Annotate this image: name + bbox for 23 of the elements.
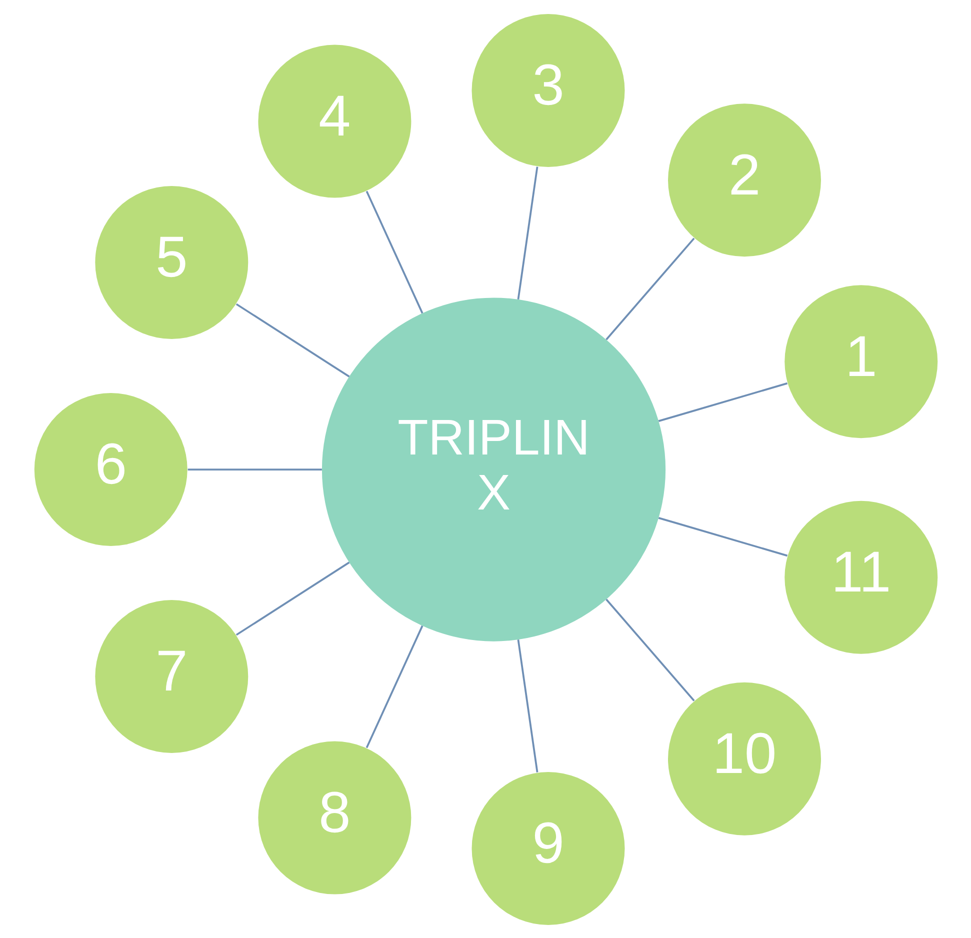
connector <box>658 516 788 556</box>
node-circle: 1 <box>784 284 938 438</box>
node-circle: 11 <box>784 500 938 654</box>
node-circle: 8 <box>258 740 411 894</box>
node-circle: 6 <box>34 392 187 546</box>
node-circle: 4 <box>258 44 411 198</box>
node-circle: 5 <box>94 186 248 338</box>
node-circle: 10 <box>668 682 820 835</box>
connector <box>235 302 350 377</box>
connector <box>605 598 694 701</box>
node-circle: 9 <box>471 771 624 924</box>
connector <box>235 561 350 636</box>
connector <box>516 166 538 300</box>
connector <box>187 468 322 470</box>
node-circle: 3 <box>471 14 624 167</box>
connector <box>605 237 694 340</box>
connector <box>516 638 538 772</box>
connector <box>365 190 423 314</box>
node-circle: 7 <box>94 600 248 752</box>
node-circle: TRIPLIN X <box>321 297 666 641</box>
node-circle: 2 <box>668 103 820 256</box>
connector <box>658 382 788 422</box>
connector <box>365 624 423 748</box>
